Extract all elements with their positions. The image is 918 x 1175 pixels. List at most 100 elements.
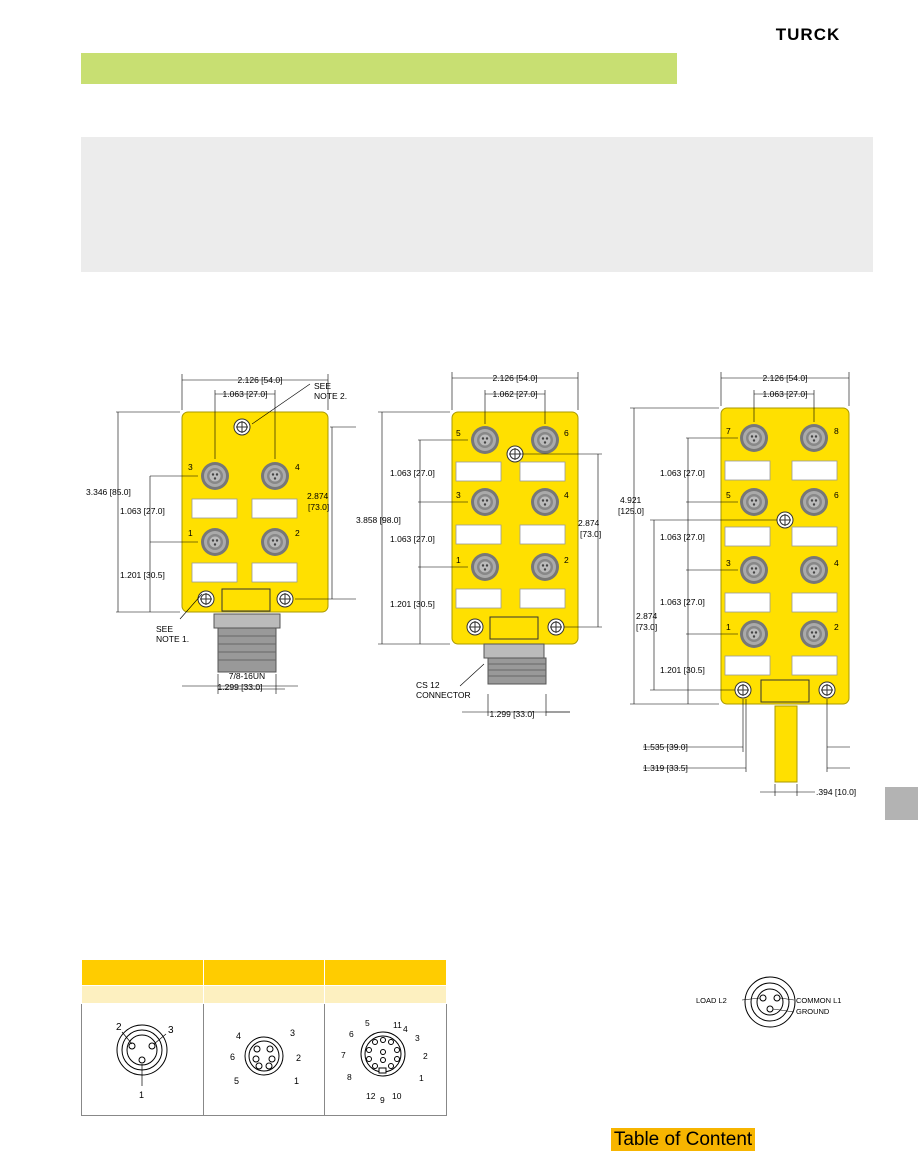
ac-ground-label: GROUND (796, 1007, 830, 1016)
unit-b-port-5: 5 (456, 428, 461, 438)
unit-c-pitch-1: 1.063 [27.0] (660, 468, 705, 478)
unit-c-port-8: 8 (834, 426, 839, 436)
unit-b-half-width: 1.062 [27.0] (493, 389, 538, 399)
three-pin-cell: 2 3 1 (81, 1003, 204, 1116)
three-pin-face: 2 3 1 (116, 1022, 174, 1100)
unit-c-port-3: 3 (726, 558, 731, 568)
twelve-pin-10: 10 (392, 1091, 402, 1101)
unit-c-cable-1: 1.535 [39.0] (643, 742, 688, 752)
unit-a-port-1: 1 (188, 528, 193, 538)
unit-b-pitch-2: 1.063 [27.0] (390, 534, 435, 544)
unit-c-mount-1: 2.874 (636, 611, 658, 621)
unit-a-port-4: 4 (295, 462, 300, 472)
pinout-subheader-1 (81, 985, 204, 1004)
unit-b-port-6: 6 (564, 428, 569, 438)
unit-c-half-width: 1.063 [27.0] (763, 389, 808, 399)
turck-logo: TURCK (776, 26, 841, 42)
unit-a-bottom: 1.201 [30.5] (120, 570, 165, 580)
six-pin-5: 5 (234, 1076, 239, 1086)
pinout-header-1 (81, 959, 204, 986)
three-pin-1: 1 (139, 1090, 144, 1100)
description-box (81, 137, 873, 272)
unit-b-base: 1.299 [33.0] (490, 709, 535, 719)
unit-a-port-2: 2 (295, 528, 300, 538)
three-pin-2: 2 (116, 1022, 122, 1033)
section-tab (885, 787, 918, 820)
twelve-pin-cell: 5 11 4 6 3 7 2 8 1 12 9 10 (324, 1003, 447, 1116)
twelve-pin-1: 1 (419, 1073, 424, 1083)
unit-b-height: 3.858 [98.0] (356, 515, 401, 525)
twelve-pin-9: 9 (380, 1095, 385, 1105)
unit-b-port-3: 3 (456, 490, 461, 500)
six-pin-6: 6 (230, 1052, 235, 1062)
twelve-pin-3: 3 (415, 1033, 420, 1043)
unit-b-port-2: 2 (564, 555, 569, 565)
unit-a-half-width: 1.063 [27.0] (223, 389, 268, 399)
twelve-pin-6: 6 (349, 1029, 354, 1039)
unit-b-connector-1: CS 12 (416, 680, 440, 690)
pinout-header-3 (324, 959, 447, 986)
twelve-pin-2: 2 (423, 1051, 428, 1061)
unit-a-mount-1: 2.874 (307, 491, 329, 501)
pinout-header-2 (202, 959, 326, 986)
six-pin-4: 4 (236, 1031, 241, 1041)
unit-a-see-note-1a: SEE (156, 624, 173, 634)
unit-c-port-1: 1 (726, 622, 731, 632)
unit-c-width: 2.126 [54.0] (763, 373, 808, 383)
unit-a-height: 3.346 [85.0] (86, 487, 131, 497)
twelve-pin-11: 11 (393, 1020, 402, 1030)
unit-c-height-2: [125.0] (618, 506, 644, 516)
unit-c-pitch-3: 1.063 [27.0] (660, 597, 705, 607)
dimension-drawings: 2.126 [54.0] 1.063 [27.0] SEE NOTE 2. 3.… (86, 372, 856, 797)
unit-c-drawing: 2.126 [54.0] 1.063 [27.0] 4.921 [125.0] … (618, 372, 856, 797)
twelve-pin-4: 4 (403, 1024, 408, 1034)
unit-c-height-1: 4.921 (620, 495, 642, 505)
unit-c-port-5: 5 (726, 490, 731, 500)
unit-c-pitch-2: 1.063 [27.0] (660, 532, 705, 542)
twelve-pin-12: 12 (366, 1091, 376, 1101)
unit-a-width: 2.126 [54.0] (238, 375, 283, 385)
unit-c-bottom: 1.201 [30.5] (660, 665, 705, 675)
unit-a-see-note-1b: NOTE 1. (156, 634, 189, 644)
pinout-subheader-2 (202, 985, 326, 1004)
ac-pinout-diagram: LOAD L2 COMMON L1 GROUND (696, 976, 841, 1028)
unit-c-mount-2: [73.0] (636, 622, 657, 632)
unit-b-bottom: 1.201 [30.5] (390, 599, 435, 609)
table-of-content-link[interactable]: Table of Content (611, 1128, 755, 1151)
unit-b-mount-2: [73.0] (580, 529, 601, 539)
unit-b-drawing: 2.126 [54.0] 1.062 [27.0] 3.858 [98.0] 1… (356, 372, 602, 719)
unit-a-thread: 7/8-16UN (229, 671, 265, 681)
unit-a-pitch: 1.063 [27.0] (120, 506, 165, 516)
six-pin-face: 4 3 6 2 5 1 (230, 1028, 301, 1086)
unit-a-drawing: 2.126 [54.0] 1.063 [27.0] SEE NOTE 2. 3.… (86, 374, 356, 694)
unit-b-port-1: 1 (456, 555, 461, 565)
unit-b-connector-2: CONNECTOR (416, 690, 471, 700)
unit-c-port-6: 6 (834, 490, 839, 500)
twelve-pin-7: 7 (341, 1050, 346, 1060)
ac-common-label: COMMON L1 (796, 996, 841, 1005)
unit-c-port-2: 2 (834, 622, 839, 632)
three-pin-3: 3 (168, 1025, 174, 1036)
unit-c-port-4: 4 (834, 558, 839, 568)
unit-a-see-note-2a: SEE (314, 381, 331, 391)
unit-c-cable-2: 1.319 [33.5] (643, 763, 688, 773)
unit-a-base: 1.299 [33.0] (218, 682, 263, 692)
unit-b-width: 2.126 [54.0] (493, 373, 538, 383)
twelve-pin-face: 5 11 4 6 3 7 2 8 1 12 9 10 (341, 1018, 428, 1105)
ac-load-label: LOAD L2 (696, 996, 727, 1005)
pinout-table: 2 3 1 4 3 6 2 (81, 959, 447, 1116)
six-pin-1: 1 (294, 1076, 299, 1086)
logo-text: TURCK (776, 26, 841, 42)
unit-b-port-4: 4 (564, 490, 569, 500)
unit-c-port-7: 7 (726, 426, 731, 436)
unit-c-cable-dia: .394 [10.0] (816, 787, 856, 797)
six-pin-2: 2 (296, 1053, 301, 1063)
unit-b-pitch-1: 1.063 [27.0] (390, 468, 435, 478)
six-pin-3: 3 (290, 1028, 295, 1038)
twelve-pin-8: 8 (347, 1072, 352, 1082)
twelve-pin-5: 5 (365, 1018, 370, 1028)
unit-b-mount-1: 2.874 (578, 518, 600, 528)
product-title-bar (81, 53, 677, 84)
unit-a-mount-2: [73.0] (308, 502, 329, 512)
unit-a-see-note-2b: NOTE 2. (314, 391, 347, 401)
